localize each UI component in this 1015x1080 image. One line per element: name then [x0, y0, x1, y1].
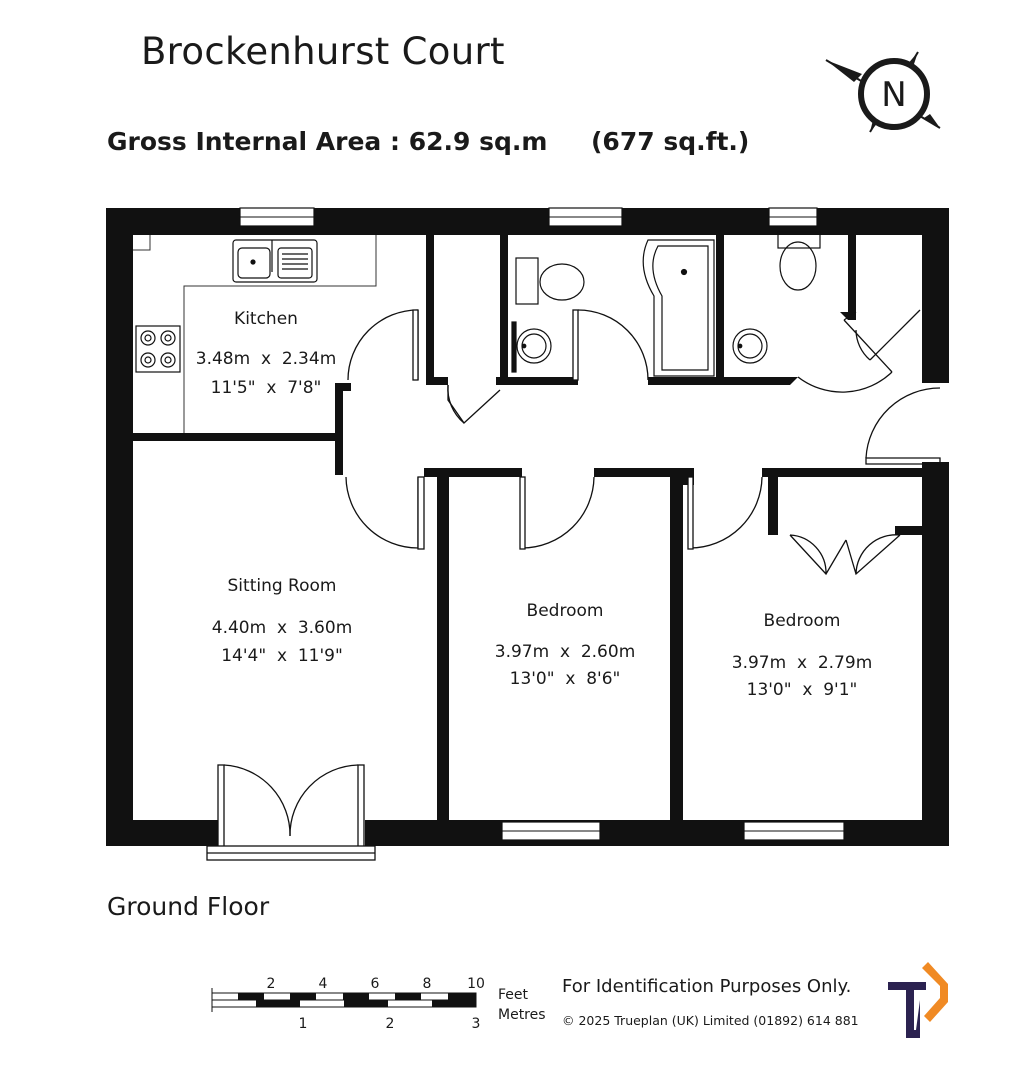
floor-label: Ground Floor — [107, 892, 270, 921]
feet-tick: 8 — [423, 976, 432, 992]
basin-icon — [511, 321, 552, 373]
window-lines — [240, 216, 844, 832]
kitchen-name: Kitchen — [234, 309, 298, 329]
feet-tick: 4 — [319, 976, 328, 992]
area-metric: 62.9 sq.m — [408, 127, 548, 156]
bedroom-1-metric: 3.97m x 2.60m — [495, 642, 636, 662]
bedroom-2-imperial: 13'0" x 9'1" — [747, 680, 858, 700]
compass-north-icon: N — [825, 51, 941, 133]
toilet-icon — [515, 257, 585, 305]
area-label: Gross Internal Area — [107, 127, 382, 156]
compass-letter: N — [881, 75, 906, 115]
plan-title: Brockenhurst Court — [141, 30, 505, 73]
identification-notice: For Identification Purposes Only. — [562, 976, 852, 997]
windows — [239, 207, 940, 841]
bedroom-2-name: Bedroom — [764, 611, 841, 631]
scale-feet-ticks: 2 4 6 8 10 — [267, 976, 485, 992]
feet-tick: 6 — [371, 976, 380, 992]
patio-doors — [206, 764, 376, 861]
sitting-room-name: Sitting Room — [228, 576, 337, 596]
sink-icon — [232, 239, 318, 283]
trueplan-logo-icon — [888, 962, 948, 1038]
metre-tick: 1 — [299, 1016, 308, 1032]
feet-tick: 10 — [467, 976, 485, 992]
scale-metres-label: Metres — [498, 1007, 546, 1023]
metre-tick: 2 — [386, 1016, 395, 1032]
metre-tick: 3 — [472, 1016, 481, 1032]
bedroom-2-metric: 3.97m x 2.79m — [732, 653, 873, 673]
scale-bar — [211, 988, 477, 1012]
kitchen-metric: 3.48m x 2.34m — [196, 349, 337, 369]
area-imperial: (677 sq.ft.) — [591, 127, 750, 156]
wc-basin-icon — [732, 328, 768, 364]
sitting-room-imperial: 14'4" x 11'9" — [221, 646, 343, 666]
bedroom-1-name: Bedroom — [527, 601, 604, 621]
copyright-text: © 2025 Trueplan (UK) Limited (01892) 614… — [562, 1013, 859, 1028]
wc-toilet-icon — [777, 231, 821, 291]
sitting-room-metric: 4.40m x 3.60m — [212, 618, 353, 638]
bedroom-1-imperial: 13'0" x 8'6" — [510, 669, 621, 689]
area-separator: : — [390, 127, 400, 156]
hob-icon — [135, 325, 181, 373]
kitchen-imperial: 11'5" x 7'8" — [211, 378, 322, 398]
doors — [345, 309, 941, 576]
bath-icon — [642, 239, 715, 377]
feet-tick: 2 — [267, 976, 276, 992]
kitchen-worktop — [133, 235, 377, 433]
gross-internal-area: Gross Internal Area : 62.9 sq.m (677 sq.… — [107, 127, 749, 156]
scale-metre-ticks: 1 2 3 — [299, 1016, 481, 1032]
scale-feet-label: Feet — [498, 987, 529, 1003]
